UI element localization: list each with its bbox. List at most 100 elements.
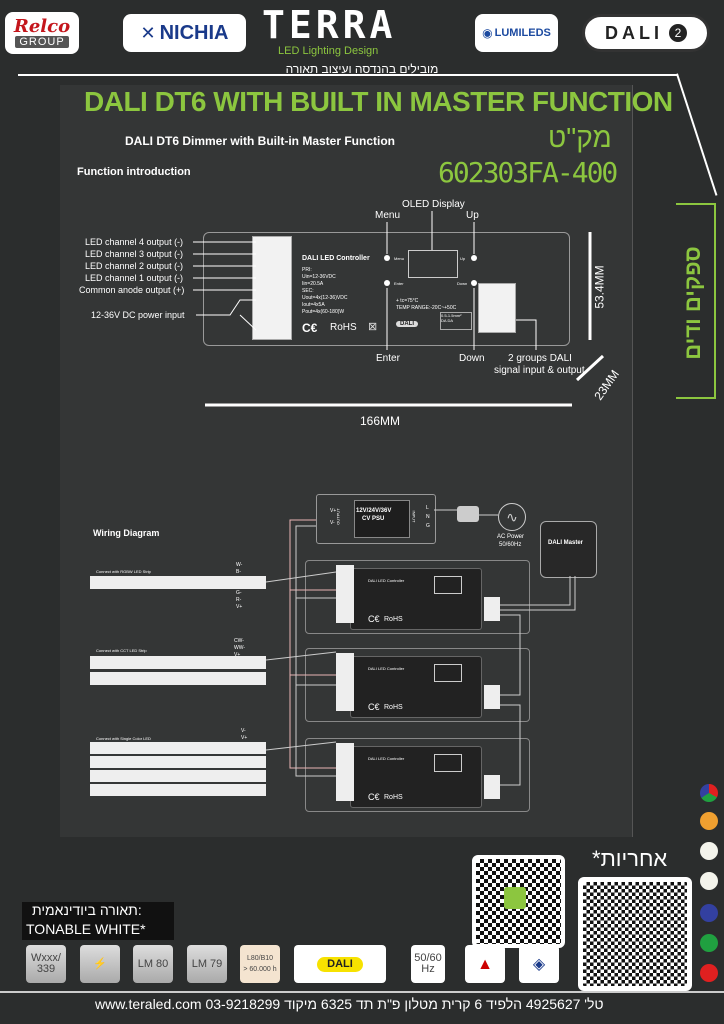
device-spec-0: PRI: [302,267,312,273]
dali2-logo-text: DALI [605,22,663,43]
tunable-en: TONABLE WHITE* [26,921,146,937]
callout-ch3: LED channel 3 output (-) [85,249,184,259]
cert-hz: 50/60 Hz [411,945,445,983]
strip3-label: Connect with Single Color LED [96,736,151,741]
relco-logo-text: Relco [13,16,71,37]
controller-frame-3 [305,738,530,812]
dali2-logo: DALI 2 [582,14,710,52]
cert-standard-icon: ◈ [519,945,559,983]
controller-3-terminal [336,743,354,801]
single-pin-1: V+ [241,735,248,741]
dim-height: 53.4MM [592,265,607,309]
nichia-icon: ✕ [140,22,156,43]
device-bus-label: DA DA [441,318,454,323]
page-title: DALI DT6 WITH BUILT IN MASTER FUNCTION [84,86,673,117]
relco-logo: Relco GROUP [5,12,79,54]
callout-dali-in2: signal input & output [494,365,585,376]
cert-dali: DALI [294,945,386,983]
device-wire-label: 0.5-1.5mm² [441,313,462,318]
psu-n: N [426,514,430,520]
color-dot-rgb [700,784,718,802]
terra-logo: TERRA LED Lighting Design [262,5,462,63]
ac-freq-label: 50/60Hz [499,542,522,548]
controller-3-name: DALI LED Controller [368,756,405,761]
enter-button[interactable] [384,280,390,286]
dali-master-box [540,521,597,578]
color-dot-blue [700,904,718,922]
controller-2-name: DALI LED Controller [368,666,405,671]
rgbw-pin-2: G- [236,590,242,596]
qr-code-warranty[interactable] [578,877,692,991]
callout-dali-in: 2 groups DALI [508,353,572,364]
lumileds-logo: ◉ LUMILEDS [475,14,558,52]
page-subtitle: DALI DT6 Dimmer with Built-in Master Fun… [125,134,396,148]
callout-power: 12-36V DC power input [91,310,185,320]
controller-2-dali-terminal [484,685,500,709]
cert-lightning-icon: ⚡ [80,945,120,983]
single-pin-0: V- [241,728,246,734]
color-dot-cool [700,872,718,890]
controller-3-rohs: RoHS [384,794,403,801]
down-button[interactable] [471,280,477,286]
controller-3-dali-terminal [484,775,500,799]
strip2-label: Connect with CCT LED Strip [96,648,147,653]
wiring-lines [265,509,576,786]
device-name: DALI LED Controller [302,255,370,262]
enter-small-label: Enter [394,281,404,286]
footer-text: www.teraled.com 03-9218299 טל' 4925627 ה… [95,996,604,1012]
rgbw-pin-0: W- [236,562,243,568]
device-wire-box: 0.5-1.5mm² DA DA [440,312,472,330]
cert-l80: L80/B10 > 60.000 h [240,945,280,983]
callout-lines [193,211,605,407]
color-dot-red [700,964,718,982]
controller-2-terminal [336,653,354,711]
warranty-label: *אחריות [592,846,668,871]
device-dali-mark: DALI [396,321,418,327]
cct-pin-1: WW- [234,645,246,651]
controller-2-ce: C€ [368,702,380,712]
callout-oled: OLED Display [402,199,465,210]
oled-display [408,250,458,278]
down-small-label: Down [457,281,468,286]
cert-lm80: LM 80 [133,945,173,983]
rgbw-pin-1: B- [236,569,241,575]
device-spec-6: Pout=4x(60-180)W [302,309,345,315]
callout-down: Down [459,353,485,364]
device-spec-5: Iout=4x5A [302,302,325,308]
callout-up: Up [466,210,479,221]
tunable-he: תאורה ביודינאמית: [32,902,142,918]
cert-l80-line2: > 60.000 h [243,966,277,973]
callout-anode: Common anode output (+) [79,285,185,295]
callout-enter: Enter [376,353,400,364]
rgbw-strip [90,576,266,589]
lumileds-icon: ◉ [482,26,493,40]
controller-1-ce: C€ [368,614,380,624]
relco-group-text: GROUP [15,36,69,48]
controller-1-dali-terminal [484,597,500,621]
psu-inner [354,500,410,538]
up-button[interactable] [471,255,477,261]
rgbw-pin-4: V+ [236,604,243,610]
cert-triangle-icon: ▲ [465,945,505,983]
psu-vminus: V- [330,520,335,526]
plug-icon [457,506,479,522]
cert-lm79: LM 79 [187,945,227,983]
controller-1-name: DALI LED Controller [368,578,405,583]
qr-terra-center [504,887,526,909]
menu-button[interactable] [384,255,390,261]
cert-dali-text: DALI [317,956,363,972]
device-temp-range: TEMP RANGE:-20C~+50C [396,305,457,311]
psu-vplus: V+ [330,508,337,514]
makat-label: מק"ט [548,122,612,153]
psu-l: L [426,505,429,511]
terra-led-text: LED Lighting Design [278,45,379,57]
model-number: 602303FA-400 [438,156,618,189]
controller-3-ce: C€ [368,792,380,802]
device-temp: + tc=75°C [396,298,419,304]
callout-menu: Menu [375,210,401,221]
device-right-terminal [478,283,516,333]
device-spec-4: Uout=4x(12-36)VDC [302,295,348,301]
device-rohs: RoHS [330,322,357,333]
single-strip-1 [90,742,266,754]
color-dot-green [700,934,718,952]
